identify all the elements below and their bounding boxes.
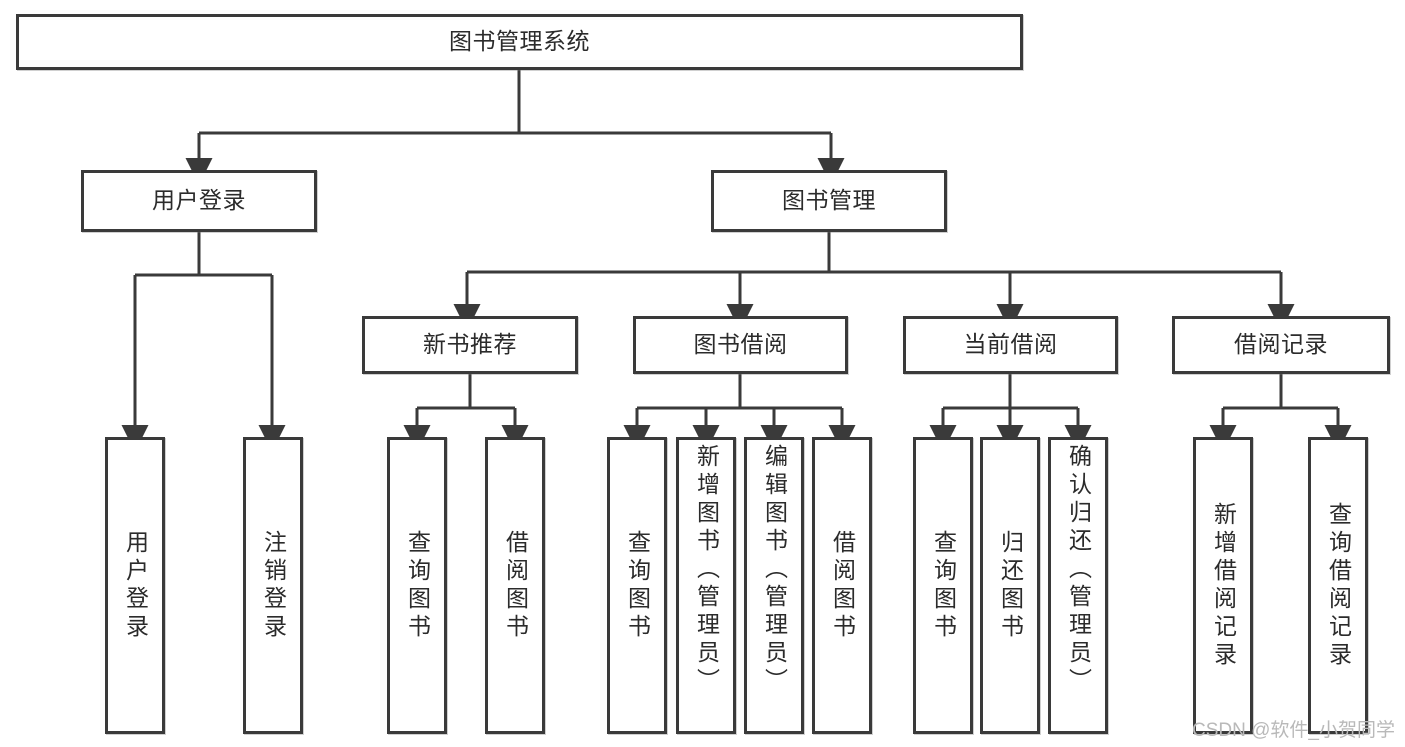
leaf-return-book-label: 归还图书 bbox=[997, 529, 1024, 642]
node-borrow-record-label: 借阅记录 bbox=[1234, 331, 1328, 358]
leaf-user-login[interactable]: 用户登录 bbox=[105, 437, 165, 734]
leaf-user-login-label: 用户登录 bbox=[122, 529, 149, 642]
node-user-login[interactable]: 用户登录 bbox=[81, 170, 317, 232]
leaf-return-book[interactable]: 归还图书 bbox=[980, 437, 1040, 734]
node-user-login-label: 用户登录 bbox=[152, 187, 246, 214]
leaf-edit-book-admin-label: 编辑图书（管理员） bbox=[761, 444, 788, 696]
node-root-label: 图书管理系统 bbox=[449, 28, 590, 55]
node-new-book-recommend-label: 新书推荐 bbox=[423, 331, 517, 358]
node-book-borrow[interactable]: 图书借阅 bbox=[633, 316, 848, 374]
leaf-logout[interactable]: 注销登录 bbox=[243, 437, 303, 734]
leaf-borrow-book-nbr[interactable]: 借阅图书 bbox=[485, 437, 545, 734]
leaf-query-book-nbr-label: 查询图书 bbox=[404, 529, 431, 642]
leaf-query-book-nbr[interactable]: 查询图书 bbox=[387, 437, 447, 734]
csdn-watermark: CSDN @软件_小贺同学 bbox=[1192, 720, 1395, 741]
leaf-add-book-admin[interactable]: 新增图书（管理员） bbox=[676, 437, 736, 734]
leaf-query-book-cb-label: 查询图书 bbox=[930, 529, 957, 642]
leaf-query-book-bb[interactable]: 查询图书 bbox=[607, 437, 667, 734]
node-borrow-record[interactable]: 借阅记录 bbox=[1172, 316, 1390, 374]
leaf-query-borrow-record[interactable]: 查询借阅记录 bbox=[1308, 437, 1368, 734]
leaf-borrow-book-bb-label: 借阅图书 bbox=[829, 529, 856, 642]
leaf-add-borrow-record[interactable]: 新增借阅记录 bbox=[1193, 437, 1253, 734]
leaf-logout-label: 注销登录 bbox=[260, 529, 287, 642]
leaf-add-book-admin-label: 新增图书（管理员） bbox=[693, 444, 720, 696]
leaf-edit-book-admin[interactable]: 编辑图书（管理员） bbox=[744, 437, 804, 734]
leaf-add-borrow-record-label: 新增借阅记录 bbox=[1210, 501, 1237, 670]
leaf-query-book-bb-label: 查询图书 bbox=[624, 529, 651, 642]
leaf-borrow-book-nbr-label: 借阅图书 bbox=[502, 529, 529, 642]
node-book-borrow-label: 图书借阅 bbox=[693, 331, 788, 358]
leaf-query-borrow-record-label: 查询借阅记录 bbox=[1325, 501, 1352, 670]
node-current-borrow[interactable]: 当前借阅 bbox=[903, 316, 1118, 374]
node-new-book-recommend[interactable]: 新书推荐 bbox=[362, 316, 578, 374]
node-book-management[interactable]: 图书管理 bbox=[711, 170, 947, 232]
leaf-query-book-cb[interactable]: 查询图书 bbox=[913, 437, 973, 734]
leaf-confirm-return-admin-label: 确认归还（管理员） bbox=[1065, 444, 1092, 696]
leaf-borrow-book-bb[interactable]: 借阅图书 bbox=[812, 437, 872, 734]
node-root[interactable]: 图书管理系统 bbox=[16, 14, 1023, 70]
node-current-borrow-label: 当前借阅 bbox=[963, 331, 1058, 358]
node-book-management-label: 图书管理 bbox=[782, 187, 876, 214]
leaf-confirm-return-admin[interactable]: 确认归还（管理员） bbox=[1048, 437, 1108, 734]
